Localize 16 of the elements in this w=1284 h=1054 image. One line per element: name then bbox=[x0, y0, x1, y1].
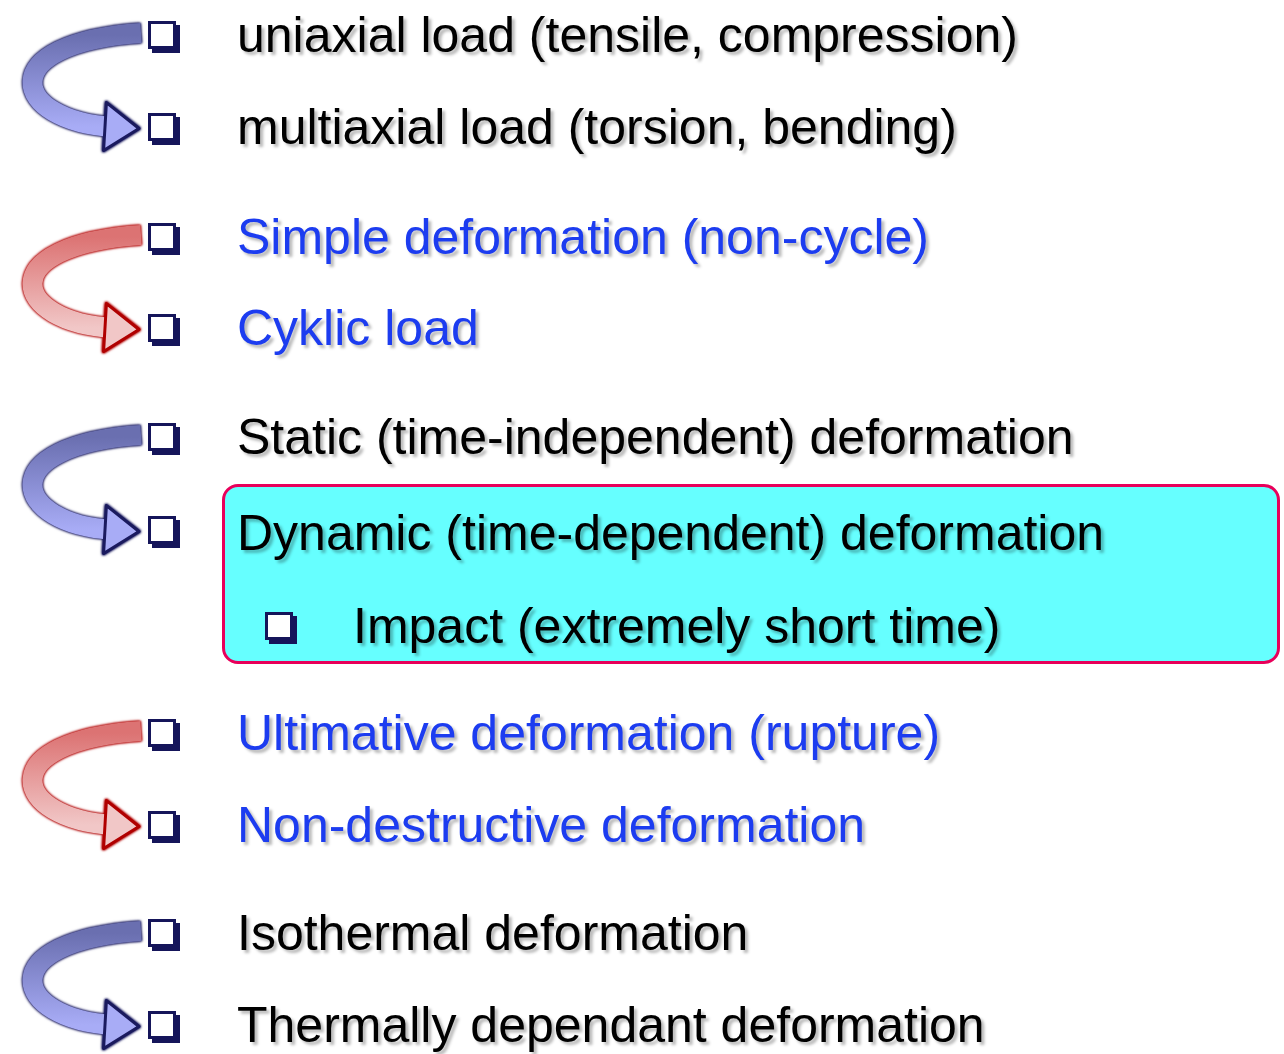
list-item-text: Cyklic load bbox=[237, 299, 479, 358]
list-item-text: Isothermal deformation bbox=[237, 904, 749, 963]
list-item-text: Static (time-independent) deformation bbox=[237, 408, 1074, 467]
curved-arrow bbox=[22, 23, 143, 152]
curved-arrow bbox=[22, 721, 143, 850]
list-item-text: Ultimative deformation (rupture) bbox=[237, 704, 941, 763]
curved-arrow bbox=[22, 225, 143, 353]
list-item-text: Impact (extremely short time) bbox=[353, 597, 1001, 656]
curved-arrow bbox=[22, 425, 143, 555]
list-item-text: uniaxial load (tensile, compression) bbox=[237, 6, 1018, 65]
curved-arrow bbox=[22, 921, 143, 1050]
list-item-text: Simple deformation (non-cycle) bbox=[237, 208, 929, 267]
list-item-text: multiaxial load (torsion, bending) bbox=[237, 98, 957, 157]
list-item-text: Dynamic (time-dependent) deformation bbox=[237, 504, 1105, 563]
list-item-text: Thermally dependant deformation bbox=[237, 996, 985, 1054]
list-item-text: Non-destructive deformation bbox=[237, 796, 866, 855]
